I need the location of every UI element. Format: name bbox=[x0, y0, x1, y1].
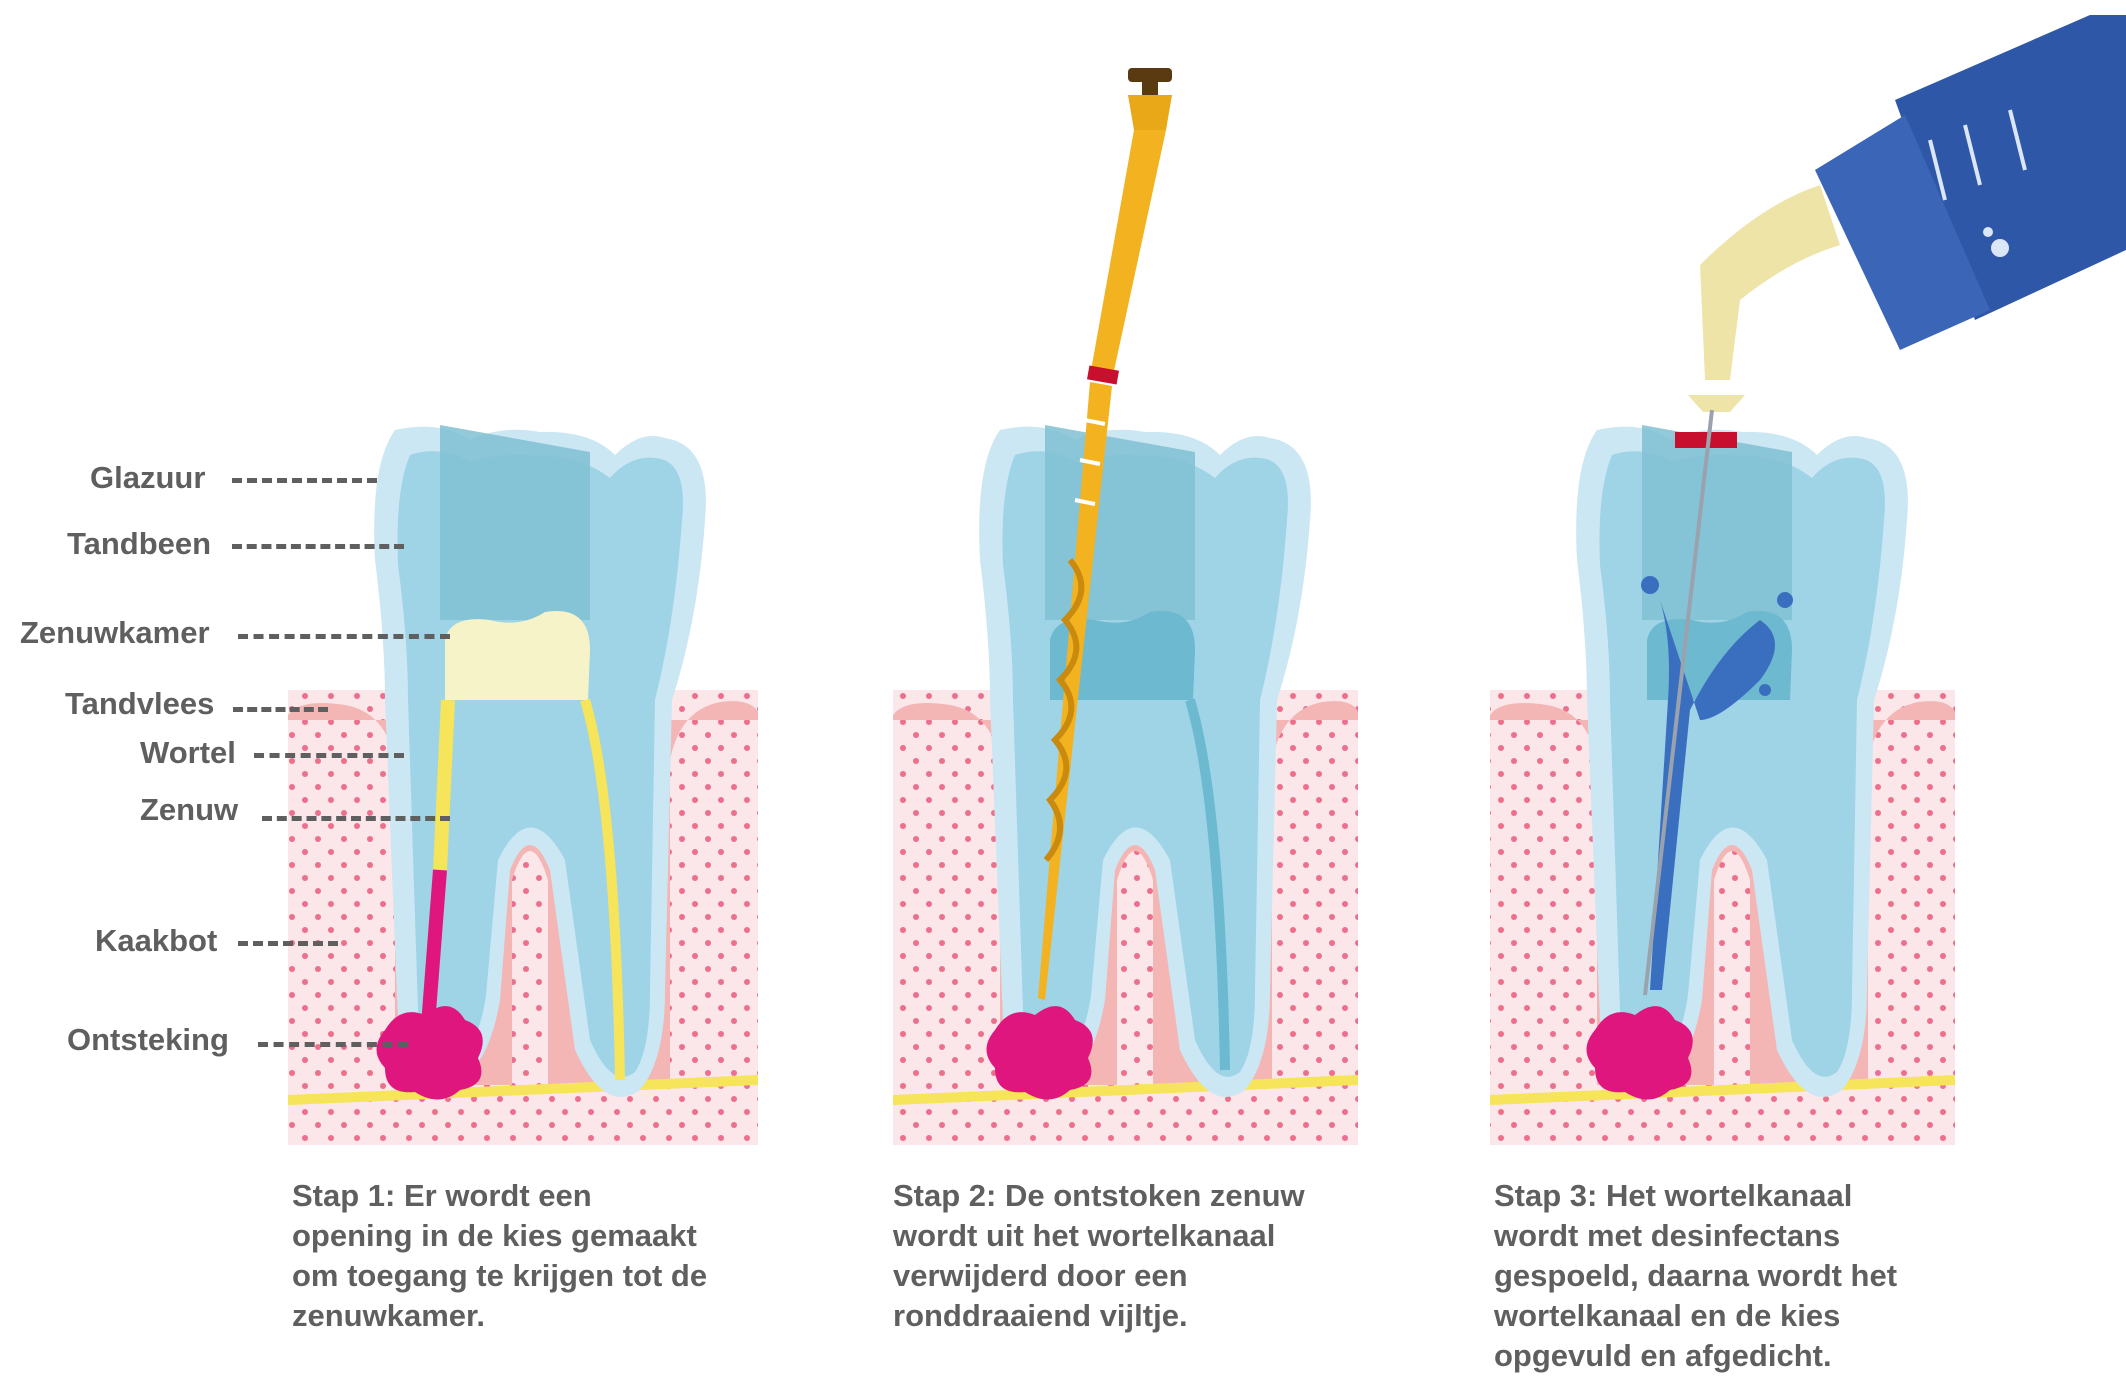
nerve-baseline-2 bbox=[893, 1075, 1358, 1105]
step-1-line-3: om toegang te krijgen tot de bbox=[292, 1258, 708, 1293]
step-3-line-2: wordt met desinfectans bbox=[1494, 1218, 1841, 1253]
leader-glazuur bbox=[232, 478, 377, 483]
access-cavity-1 bbox=[440, 425, 590, 620]
label-wortel: Wortel bbox=[140, 735, 236, 770]
abscess-1 bbox=[376, 1006, 483, 1100]
step-2-line-1: Stap 2: De ontstoken zenuw bbox=[893, 1178, 1305, 1213]
abscess-3 bbox=[1586, 1006, 1693, 1100]
cleaned-pulp-chamber-2 bbox=[1050, 611, 1195, 700]
nerve-left-1 bbox=[433, 699, 455, 871]
step-3-line-1: Stap 3: Het wortelkanaal bbox=[1494, 1178, 1853, 1213]
step-2-caption: Stap 2: De ontstoken zenuw wordt uit het… bbox=[893, 1176, 1363, 1336]
label-ontsteking: Ontsteking bbox=[67, 1022, 229, 1057]
step-2-line-3: verwijderd door een bbox=[893, 1258, 1188, 1293]
tooth-step-2 bbox=[893, 68, 1358, 1145]
nerve-baseline-1 bbox=[288, 1075, 758, 1105]
label-zenuwkamer: Zenuwkamer bbox=[20, 615, 210, 650]
leader-ontsteking bbox=[258, 1042, 408, 1047]
step-3-caption: Stap 3: Het wortelkanaal wordt met desin… bbox=[1494, 1176, 1964, 1376]
tooth-step-1 bbox=[288, 425, 758, 1145]
irrigation-handpiece bbox=[1643, 15, 2126, 996]
step-2-line-4: ronddraaiend vijltje. bbox=[893, 1298, 1188, 1333]
leader-zenuwkamer bbox=[238, 634, 450, 639]
disinfectant-splash bbox=[1650, 600, 1775, 990]
nerve-right-1 bbox=[580, 698, 625, 1081]
step-3-line-3: gespoeld, daarna wordt het bbox=[1494, 1258, 1898, 1293]
step-1-line-2: opening in de kies gemaakt bbox=[292, 1218, 697, 1253]
leader-wortel bbox=[254, 753, 404, 758]
label-tandvlees: Tandvlees bbox=[65, 686, 215, 721]
label-tandbeen: Tandbeen bbox=[67, 526, 212, 561]
step-3-line-4: wortelkanaal en de kies bbox=[1494, 1298, 1841, 1333]
pulp-chamber-1 bbox=[445, 611, 590, 700]
step-1-caption: Stap 1: Er wordt een opening in de kies … bbox=[292, 1176, 762, 1336]
label-zenuw: Zenuw bbox=[140, 792, 239, 827]
label-glazuur: Glazuur bbox=[90, 460, 206, 495]
leader-zenuw bbox=[262, 816, 450, 821]
inflamed-nerve-1 bbox=[421, 869, 447, 1026]
nerve-baseline-3 bbox=[1490, 1075, 1955, 1105]
tooth-step-3 bbox=[1490, 15, 2126, 1145]
step-1-line-4: zenuwkamer. bbox=[292, 1298, 485, 1333]
leader-tandbeen bbox=[232, 544, 404, 549]
leader-tandvlees bbox=[233, 707, 328, 712]
abscess-2 bbox=[986, 1006, 1093, 1100]
label-kaakbot: Kaakbot bbox=[95, 923, 218, 958]
rotary-file bbox=[1038, 68, 1172, 1000]
step-1-line-1: Stap 1: Er wordt een bbox=[292, 1178, 592, 1213]
leader-kaakbot bbox=[238, 941, 338, 946]
step-3-line-5: opgevuld en afgedicht. bbox=[1494, 1338, 1832, 1373]
step-2-line-2: wordt uit het wortelkanaal bbox=[893, 1218, 1276, 1253]
